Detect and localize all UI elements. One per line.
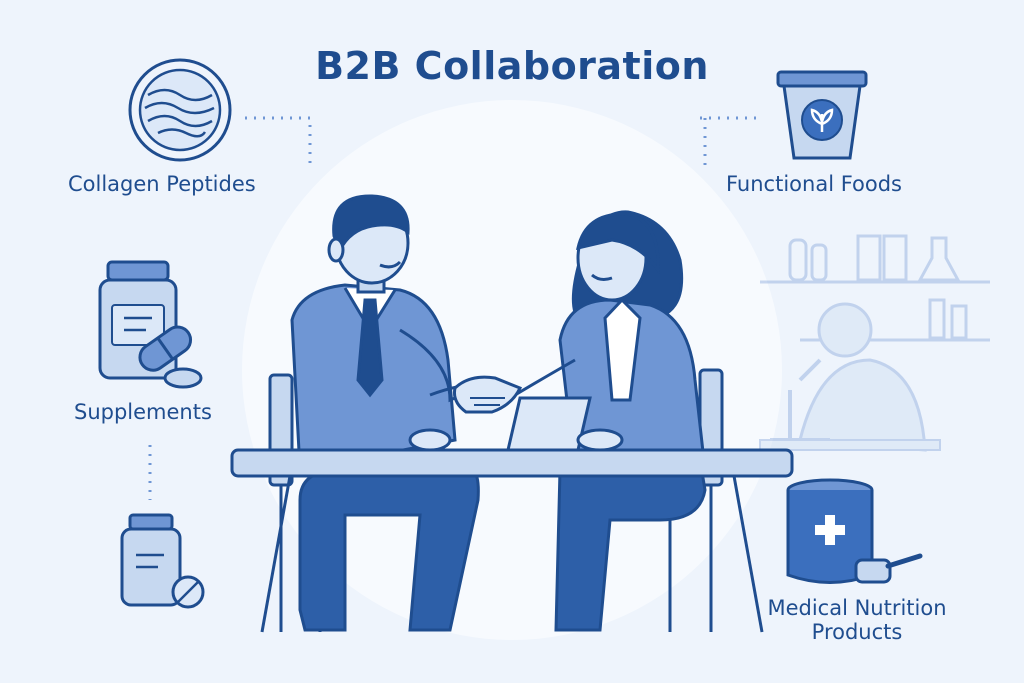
supplements-label: Supplements [74,400,212,424]
handshake [453,375,523,414]
medical-nutrition-icon [786,478,923,584]
collagen-peptides-icon [128,58,232,162]
businessman [290,194,501,632]
laptop [490,396,592,452]
businesswoman [489,210,707,632]
page-title: B2B Collaboration [315,44,709,88]
medical-nutrition-line1: Medical Nutrition [767,596,947,620]
medical-nutrition-label: Medical Nutrition Products [752,596,962,644]
small-bottle-icon [120,513,205,609]
dotted-connectors [148,116,760,500]
medical-nutrition-line2: Products [811,620,903,644]
meeting-table [230,448,794,633]
functional-foods-icon [776,70,868,160]
functional-foods-label: Functional Foods [726,172,902,196]
lab-background [759,234,990,452]
hands-on-table [408,428,624,452]
supplements-icon [98,260,203,389]
collagen-peptides-label: Collagen Peptides [68,172,256,196]
